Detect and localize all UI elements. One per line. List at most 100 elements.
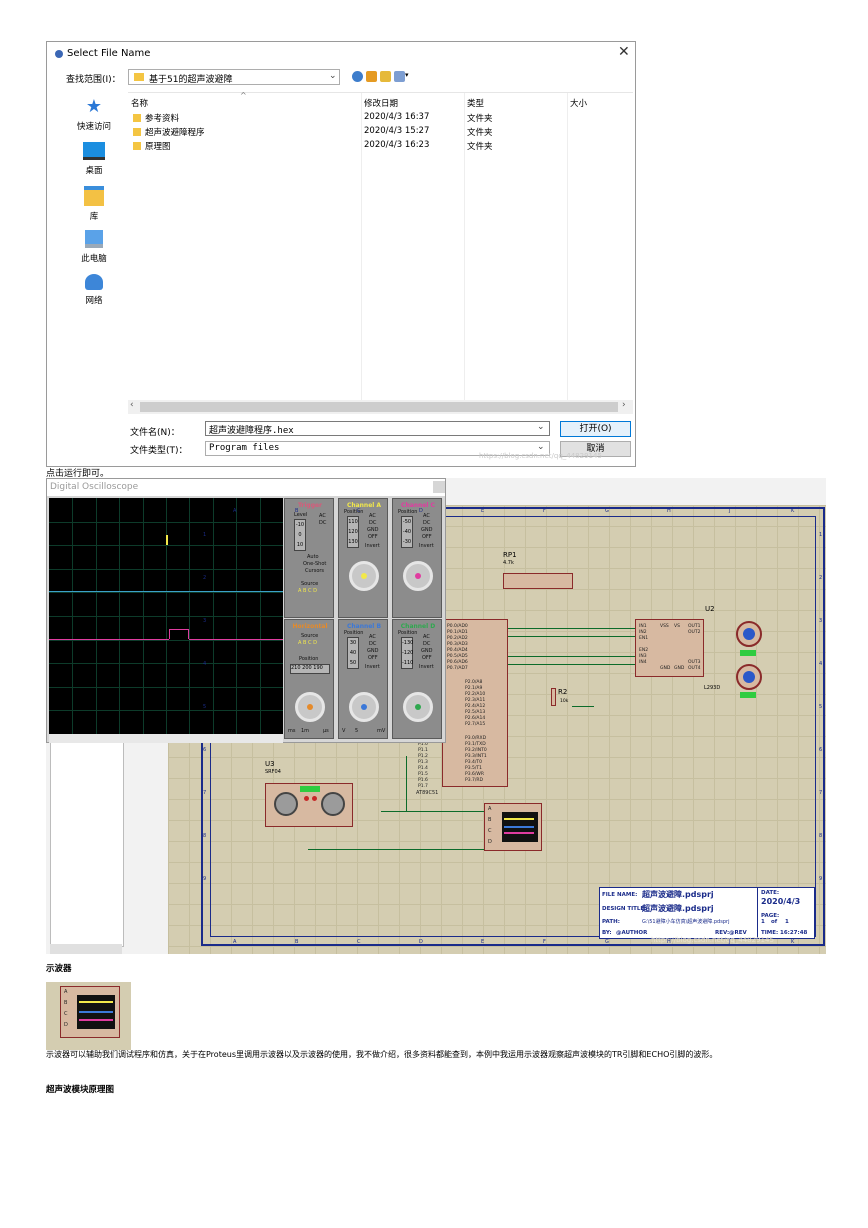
osc-grid-line (72, 498, 74, 734)
place-library[interactable]: 库 (59, 186, 129, 222)
filename-input[interactable]: 超声波避障程序.hex (205, 421, 550, 436)
oscilloscope-window[interactable]: Digital Oscilloscope Trigger Level -10 0… (46, 478, 446, 743)
scroll-right-icon[interactable]: › (622, 400, 626, 410)
column-header-type[interactable]: 类型 (467, 99, 485, 109)
horizontal-knob[interactable] (295, 692, 325, 722)
channel-b-knob[interactable] (349, 692, 379, 722)
invert-label[interactable]: Invert (365, 543, 380, 549)
channel-a-knob[interactable] (349, 561, 379, 591)
column-letter: H (667, 939, 671, 945)
up-folder-icon[interactable] (366, 71, 377, 82)
trig-val: 0 (298, 532, 302, 538)
trig-val: 10 (296, 542, 304, 548)
places-bar: ★ 快速访问 桌面 库 此电脑 网络 (59, 92, 129, 452)
panel-channel-d: Channel D Position -130 -120 -110 AC DC … (392, 619, 442, 739)
wire (308, 849, 484, 850)
column-header-name[interactable]: 名称 (131, 99, 149, 109)
scrollbar-thumb[interactable] (140, 402, 618, 412)
invert-label[interactable]: Invert (419, 543, 434, 549)
column-header-size[interactable]: 大小 (570, 99, 588, 109)
file-row[interactable]: 参考资料 2020/4/3 16:37 文件夹 (128, 112, 633, 126)
column-header-date[interactable]: 修改日期 (364, 99, 399, 109)
push-button[interactable] (572, 706, 594, 713)
source-abcd[interactable]: A B C D (298, 640, 317, 646)
source-label: Source (301, 633, 319, 639)
motor-1-icon[interactable] (736, 621, 762, 647)
place-quick-access[interactable]: ★ 快速访问 (59, 98, 129, 133)
scroll-left-icon[interactable]: ‹ (130, 400, 134, 410)
u3-sensor[interactable] (265, 783, 353, 827)
rp1-resistor-pack[interactable] (503, 573, 573, 589)
panel-trigger-title: Trigger (297, 502, 323, 509)
look-in-combo[interactable]: 基于51的超声波避障 ⌄ (128, 69, 340, 85)
ac-label: AC (319, 513, 326, 519)
invert-label[interactable]: Invert (365, 664, 380, 670)
open-button[interactable]: 打开(O) (560, 421, 631, 437)
channel-c-knob[interactable] (403, 561, 433, 591)
osc-close-icon[interactable] (433, 481, 445, 493)
invert-label[interactable]: Invert (419, 664, 434, 670)
channel-c-position-display[interactable]: -50 -40 -30 (401, 516, 413, 548)
grid-line (651, 505, 652, 954)
file-row[interactable]: 超声波避障程序 2020/4/3 15:27 文件夹 (128, 126, 633, 140)
r2-value: 10k (560, 699, 569, 704)
pin-label: P0.6/AD6 (447, 660, 468, 665)
file-row[interactable]: 原理图 2020/4/3 16:23 文件夹 (128, 140, 633, 154)
horizontal-scrollbar[interactable]: ‹ › (128, 400, 633, 414)
pin-label: P3.4/T0 (465, 760, 482, 765)
u3-part: SRF04 (265, 769, 281, 775)
transducer-icon (321, 792, 345, 816)
source-label: Source (301, 581, 319, 587)
cancel-button[interactable]: 取消 (560, 441, 631, 457)
file-list[interactable]: ^ 名称 修改日期 类型 大小 参考资料 2020/4/3 16:37 文件夹 … (128, 91, 633, 418)
chevron-down-icon[interactable]: ⌄ (329, 71, 337, 81)
new-folder-icon[interactable] (380, 71, 391, 82)
a-val: 130 (348, 539, 358, 545)
place-desktop[interactable]: 桌面 (59, 142, 129, 176)
view-menu-icon[interactable] (394, 71, 405, 82)
channel-a-position-display[interactable]: 110 120 130 (347, 516, 359, 548)
r2-resistor[interactable] (551, 688, 556, 706)
file-name: 原理图 (145, 142, 171, 152)
chevron-down-icon[interactable]: ⌄ (537, 442, 545, 452)
time-label: TIME: (761, 930, 779, 936)
position-label: Position (398, 630, 418, 636)
column-letter: G (605, 939, 609, 945)
knob-indicator (361, 573, 367, 579)
filetype-select[interactable]: Program files (205, 441, 550, 456)
place-network[interactable]: 网络 (59, 274, 129, 306)
grid-line (168, 526, 826, 527)
filename-label: 文件名(N)： (130, 428, 180, 438)
channel-d-knob[interactable] (403, 692, 433, 722)
back-icon[interactable] (352, 71, 363, 82)
path-label: PATH: (602, 919, 620, 925)
place-label: 网络 (85, 296, 103, 306)
row-number: 4 (203, 661, 207, 667)
trig-val: -10 (295, 522, 305, 528)
column-letter: B (295, 508, 299, 514)
trigger-level-display[interactable]: -10 0 10 (294, 519, 306, 551)
channel-b-position-display[interactable]: 30 40 50 (347, 637, 359, 669)
ac-label: AC (369, 513, 376, 519)
symbol-trace-b (79, 1011, 113, 1016)
source-abcd[interactable]: A B C D (298, 588, 317, 594)
pin-label: P1.3 (418, 760, 428, 765)
horizontal-position-display[interactable]: 210 200 190 (290, 664, 330, 674)
osc-scrollbar[interactable] (49, 734, 283, 743)
grid-line (672, 505, 673, 954)
osc-screen (49, 498, 283, 734)
panel-scrollbar[interactable] (50, 944, 122, 954)
panel-channel-b-title: Channel B (346, 623, 382, 630)
place-this-pc[interactable]: 此电脑 (59, 230, 129, 264)
scope-pin-label: D (488, 839, 492, 845)
grid-line (756, 505, 757, 954)
chevron-down-icon[interactable]: ⌄ (537, 422, 545, 432)
unit-us: μs (323, 728, 329, 734)
channel-d-position-display[interactable]: -130 -120 -110 (401, 637, 413, 669)
close-icon[interactable]: ✕ (618, 44, 630, 60)
view-menu-arrow-icon[interactable]: ▾ (405, 71, 409, 79)
